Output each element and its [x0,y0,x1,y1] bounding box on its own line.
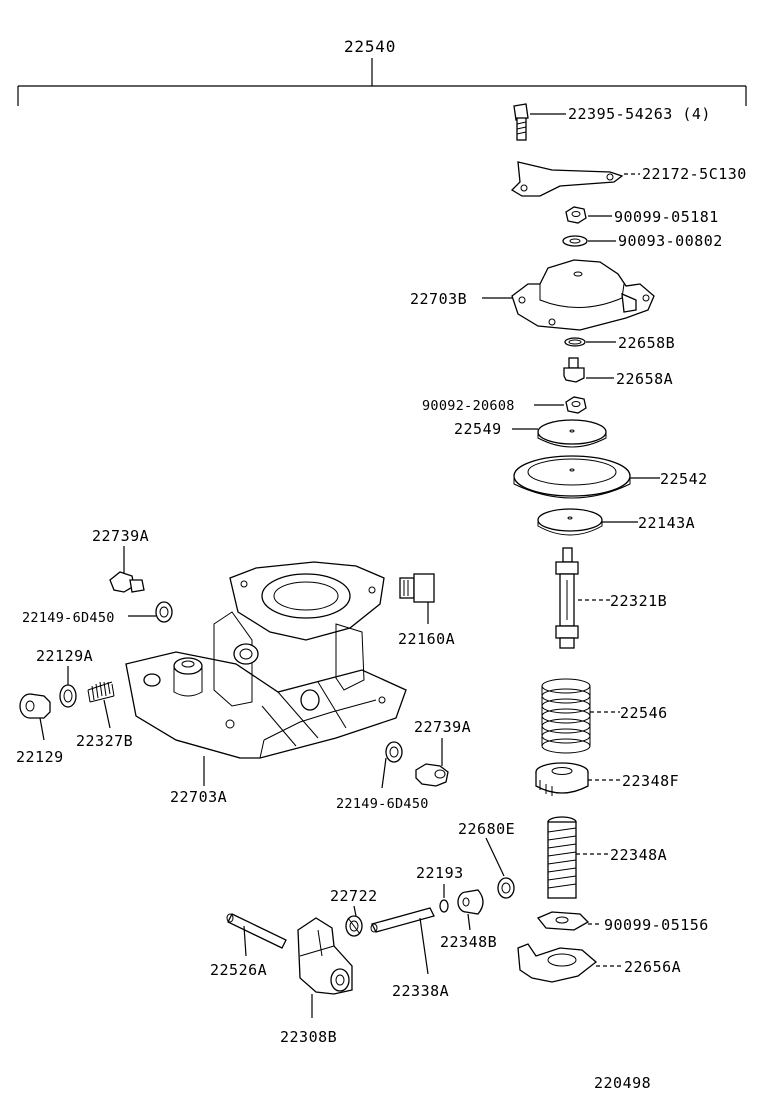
diaphragm-part[interactable] [513,455,631,499]
callout-label[interactable]: 22308B [280,1028,337,1046]
gear-part[interactable] [345,915,363,937]
shaft-part[interactable] [555,547,579,649]
diagram-reference-number: 220498 [594,1074,651,1092]
callout-label[interactable]: 90092-20608 [422,398,515,414]
callout-label[interactable]: 22149-6D450 [22,610,115,626]
nut-part[interactable] [536,911,590,931]
nut-part[interactable] [565,206,587,224]
bracket-part[interactable] [517,943,598,983]
callout-label[interactable]: 22658A [616,370,673,388]
callout-label[interactable]: 22658B [618,334,675,352]
washer-part[interactable] [385,741,403,763]
bushing-part[interactable] [457,889,484,915]
shaft-part[interactable] [370,907,435,933]
diaphragm-plate-part[interactable] [537,508,603,536]
callout-label[interactable]: 22722 [330,887,378,905]
washer-part[interactable] [155,601,173,623]
callout-label[interactable]: 22193 [416,864,464,882]
plug-part[interactable] [19,693,51,719]
o-ring-part[interactable] [564,337,586,347]
screw-part[interactable] [513,103,529,141]
spring-part[interactable] [541,678,591,754]
callout-label[interactable]: 22338A [392,982,449,1000]
callout-label[interactable]: 22348A [610,846,667,864]
callout-label[interactable]: 22526A [210,961,267,979]
callout-label[interactable]: 22327B [76,732,133,750]
pin-part[interactable] [226,913,287,949]
gear-part[interactable] [535,762,589,796]
callout-label[interactable]: 22348B [440,933,497,951]
callout-label[interactable]: 22149-6D450 [336,796,429,812]
callout-label[interactable]: 22680E [458,820,515,838]
callout-label[interactable]: 22172-5C130 [642,165,747,183]
callout-label[interactable]: 22656A [624,958,681,976]
callout-label[interactable]: 22321B [610,592,667,610]
assembly-number-label[interactable]: 22540 [344,37,396,56]
bolt-part[interactable] [563,357,585,383]
callout-label[interactable]: 22395-54263 (4) [568,105,711,123]
callout-label[interactable]: 22143A [638,514,695,532]
washer-part[interactable] [59,684,77,708]
jet-part[interactable] [399,573,435,603]
callout-label[interactable]: 90099-05181 [614,208,719,226]
washer-part[interactable] [562,235,588,247]
lever-part[interactable] [297,917,353,995]
nut-part[interactable] [565,396,587,414]
callout-label[interactable]: 22739A [92,527,149,545]
bracket-plate-part[interactable] [510,161,624,197]
carburetor-body-part[interactable] [125,561,407,759]
worm-gear-part[interactable] [547,816,577,899]
callout-label[interactable]: 90099-05156 [604,916,709,934]
assembly-bracket: 22540 [17,37,747,106]
screw-part[interactable] [109,571,145,593]
callout-label[interactable]: 22739A [414,718,471,736]
callout-label[interactable]: 22160A [398,630,455,648]
diaphragm-plate-part[interactable] [537,419,607,448]
callout-label[interactable]: 90093-00802 [618,232,723,250]
callout-label[interactable]: 22129A [36,647,93,665]
callout-label[interactable]: 22703B [410,290,467,308]
callout-label[interactable]: 22129 [16,748,64,766]
diaphragm-cover-part[interactable] [511,259,655,331]
ring-part[interactable] [439,899,449,913]
spring-part[interactable] [87,681,115,703]
callout-label[interactable]: 22348F [622,772,679,790]
screw-part[interactable] [415,763,449,787]
callout-label[interactable]: 22542 [660,470,708,488]
callout-label[interactable]: 22546 [620,704,668,722]
ring-part[interactable] [497,877,515,899]
callout-label[interactable]: 22703A [170,788,227,806]
callout-label[interactable]: 22549 [454,420,502,438]
